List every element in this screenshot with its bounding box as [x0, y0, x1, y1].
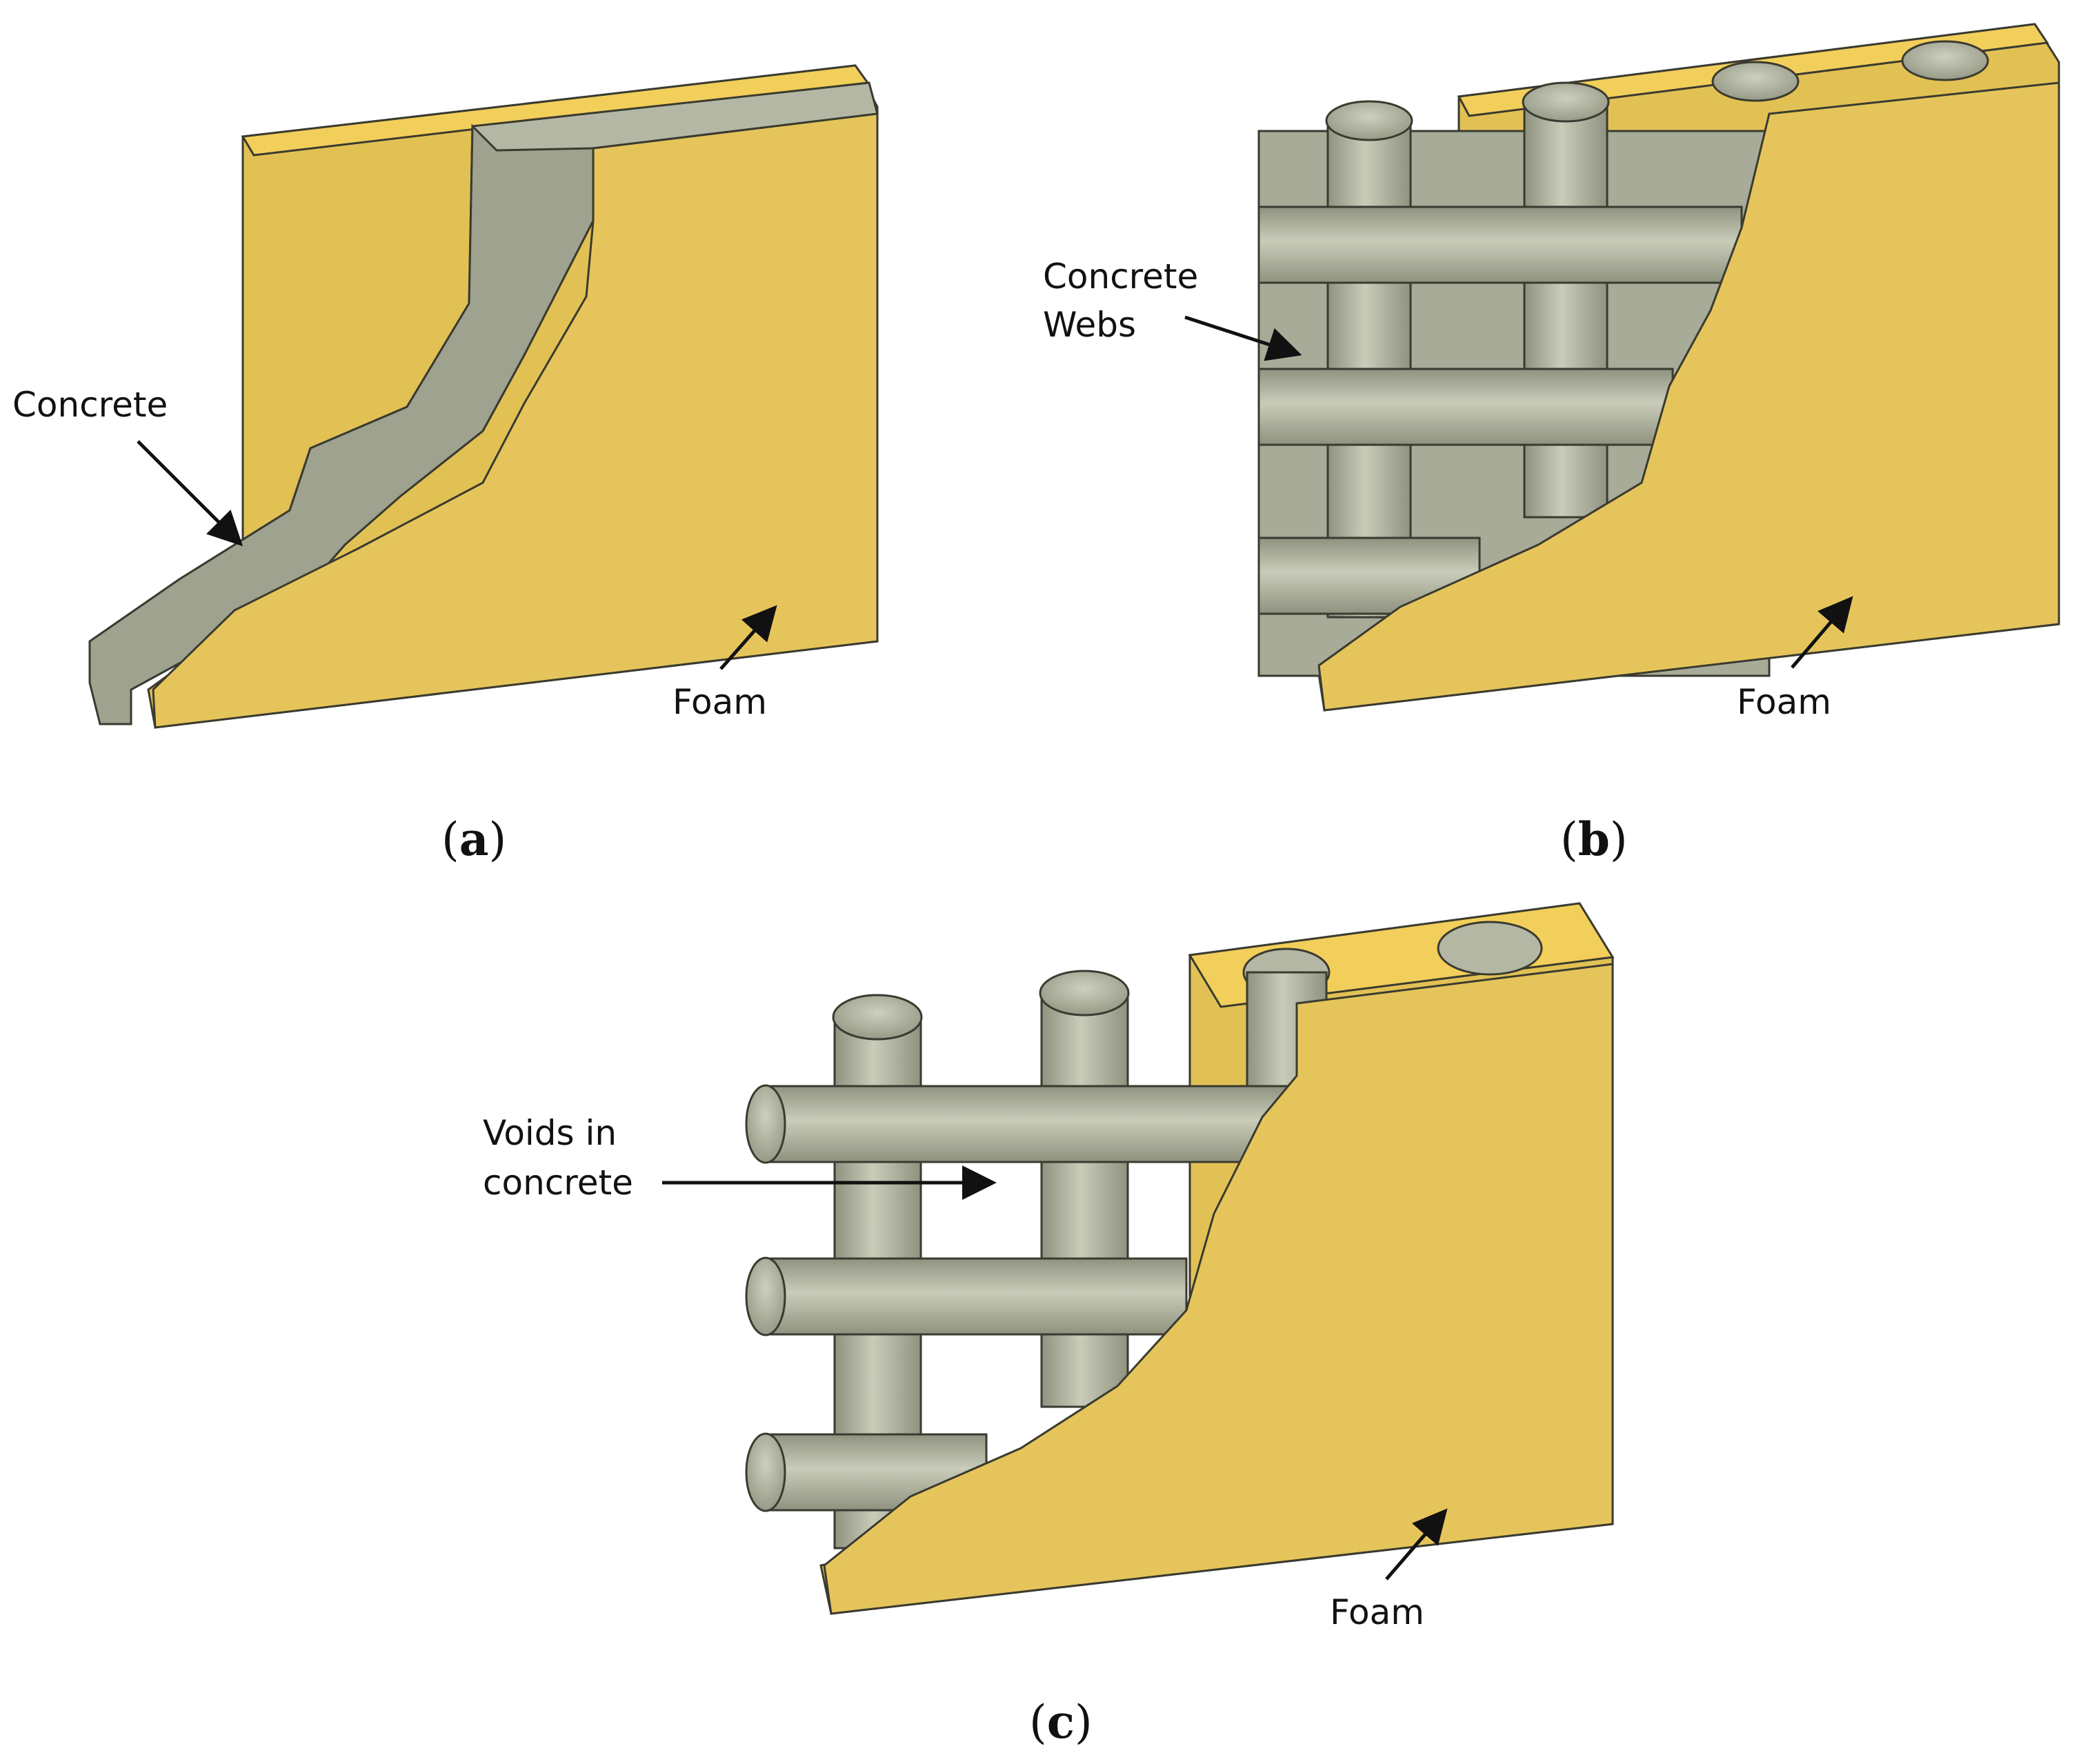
- caption-c: (c): [1029, 1695, 1093, 1749]
- void-hole: [1437, 921, 1543, 976]
- cylinder-end: [745, 1084, 786, 1164]
- cylinder-top: [1711, 61, 1800, 102]
- foam-arrow-c: [1385, 1508, 1448, 1581]
- cylinder-top: [832, 994, 923, 1041]
- cylinder-end: [745, 1256, 786, 1336]
- foam-label-a: Foam: [673, 682, 767, 722]
- concrete-layer-side: [88, 123, 595, 725]
- concrete-arrow: [137, 440, 243, 547]
- foam-front-face-c: [823, 963, 1614, 1615]
- cylinder-top: [1901, 40, 1989, 81]
- cylinder-top: [1039, 970, 1130, 1016]
- horizontal-cylinder: [764, 1085, 1291, 1163]
- horizontal-cylinder: [1257, 368, 1674, 446]
- vertical-cylinder: [1523, 102, 1609, 519]
- cylinder-top: [1522, 81, 1610, 123]
- vertical-cylinder: [1040, 992, 1129, 1408]
- voids-label-line1: Voids in: [483, 1113, 617, 1153]
- foam-front-face: [152, 112, 879, 729]
- panel-a-diagram: Concrete Foam (a): [12, 64, 879, 866]
- foam-label-c: Foam: [1330, 1592, 1424, 1632]
- voids-label-line2: concrete: [483, 1163, 633, 1203]
- concrete-webs-label-line1: Concrete: [1043, 257, 1198, 297]
- caption-b: (b): [1560, 812, 1628, 866]
- concrete-label: Concrete: [12, 385, 168, 425]
- panel-c-diagram: Voids in concrete Foam (c): [483, 902, 1615, 1749]
- cylinder-top: [1325, 100, 1413, 141]
- caption-a: (a): [441, 812, 506, 866]
- foam-label-b: Foam: [1737, 682, 1831, 722]
- horizontal-cylinder: [1257, 206, 1743, 284]
- concrete-webs-label-line2: Webs: [1043, 305, 1136, 345]
- foam-arrow-b: [1791, 596, 1853, 669]
- cylinder-end: [745, 1432, 786, 1512]
- concrete-webs-arrow: [1184, 315, 1302, 361]
- foam-arrow-a: [719, 605, 777, 670]
- horizontal-cylinder: [764, 1257, 1188, 1336]
- foam-front-face-b: [1317, 81, 2060, 712]
- panel-b-diagram: Concrete Webs Foam (b): [1043, 23, 2060, 866]
